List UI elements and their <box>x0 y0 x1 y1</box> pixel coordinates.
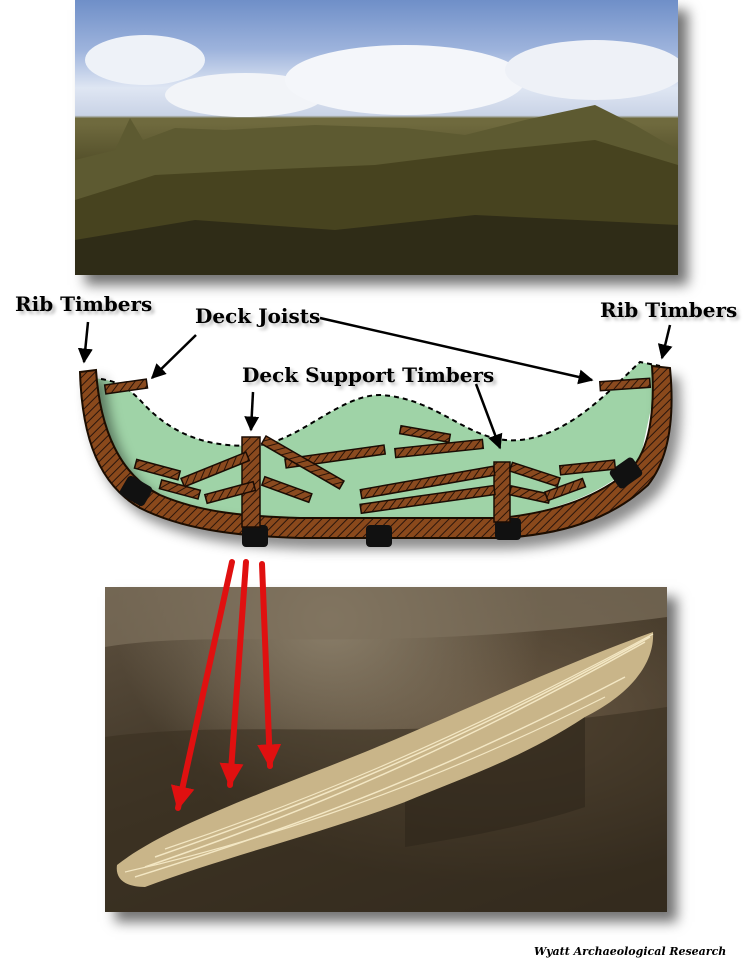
landscape-illustration <box>75 35 678 275</box>
hull-planking <box>78 364 673 539</box>
landscape-photo <box>75 0 678 275</box>
label-deck-joists: Deck Joists <box>195 304 321 328</box>
keel-blocks <box>119 457 643 547</box>
label-rib-timbers-left: Rib Timbers <box>15 292 153 316</box>
red-arrows <box>170 559 282 811</box>
label-deck-support-timbers: Deck Support Timbers <box>242 363 495 387</box>
interior-timbers <box>103 377 652 528</box>
hull-interior <box>91 360 661 518</box>
credit-text: Wyatt Archaeological Research <box>534 945 727 958</box>
label-arrows <box>77 316 673 450</box>
label-rib-timbers-right: Rib Timbers <box>600 298 738 322</box>
